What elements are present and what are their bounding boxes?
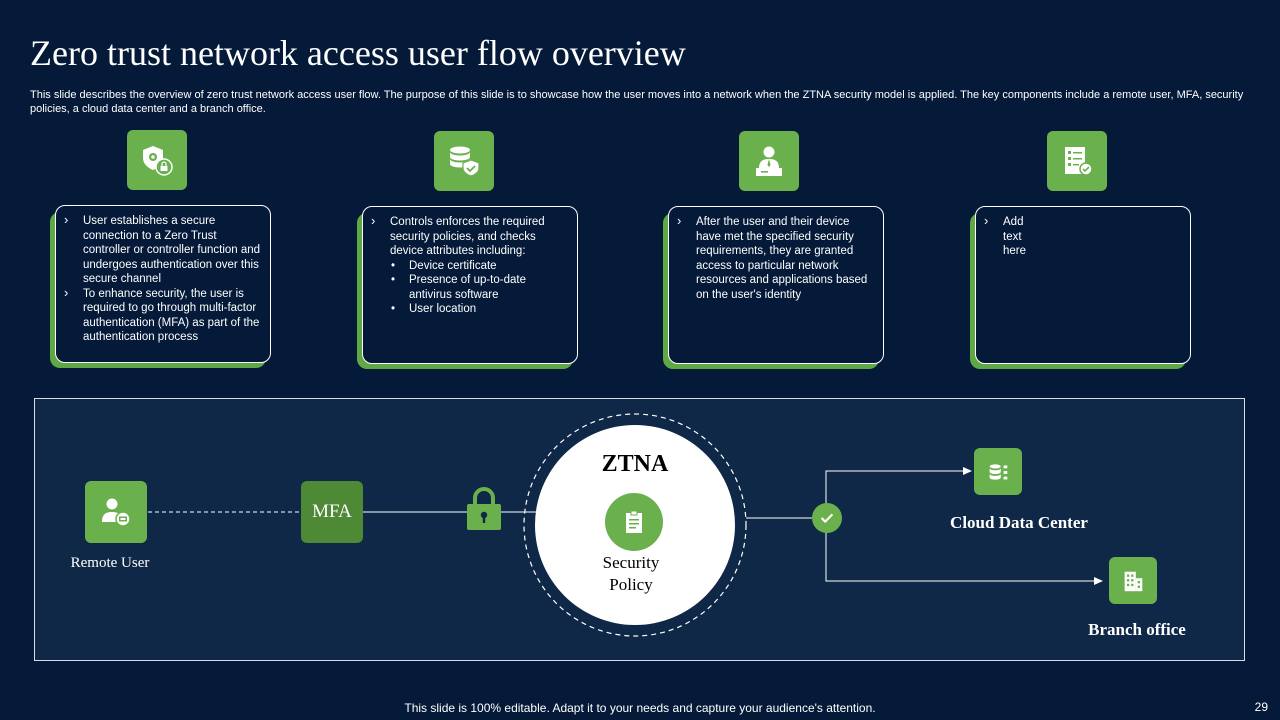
card-3: After the user and their device have met… xyxy=(668,206,884,364)
card-2-sub-item: Device certificate xyxy=(390,259,569,274)
card-2-sub-item: Presence of up-to-date antivirus softwar… xyxy=(390,273,569,302)
card-2: Controls enforces the required security … xyxy=(362,206,578,364)
card-1: User establishes a secure connection to … xyxy=(55,205,271,363)
security-policy-icon xyxy=(605,493,663,551)
card-2-sub-item: User location xyxy=(390,302,569,317)
card-4-bullet: Add text here xyxy=(984,214,1044,259)
checklist-icon xyxy=(1047,131,1107,191)
lock-icon xyxy=(467,487,501,530)
slide-description: This slide describes the overview of zer… xyxy=(30,89,1244,115)
card-2-intro: Controls enforces the required security … xyxy=(390,216,545,257)
cloud-data-center-icon xyxy=(974,448,1022,495)
user-desk-icon xyxy=(739,131,799,191)
card-4: Add text here xyxy=(975,206,1191,364)
mfa-label: MFA xyxy=(312,501,352,522)
cloud-data-center-label: Cloud Data Center xyxy=(950,513,1088,532)
database-shield-icon xyxy=(434,131,494,191)
security-policy-label: Security Policy xyxy=(602,553,660,594)
slide-title: Zero trust network access user flow over… xyxy=(30,33,686,73)
mfa-node: MFA xyxy=(301,481,363,543)
slide-footer: This slide is 100% editable. Adapt it to… xyxy=(404,701,876,715)
card-2-bullet: Controls enforces the required security … xyxy=(371,214,569,317)
check-icon xyxy=(812,503,842,533)
ztna-label: ZTNA xyxy=(601,451,669,477)
branch-office-label: Branch office xyxy=(1088,620,1186,639)
shield-gear-lock-icon xyxy=(127,130,187,190)
remote-user-icon xyxy=(85,481,147,543)
card-1-bullet: To enhance security, the user is require… xyxy=(64,286,262,345)
page-number: 29 xyxy=(1254,700,1268,714)
remote-user-label: Remote User xyxy=(70,555,150,571)
card-1-bullet: User establishes a secure connection to … xyxy=(64,213,262,287)
card-3-bullet: After the user and their device have met… xyxy=(677,214,875,302)
branch-office-icon xyxy=(1109,557,1157,604)
